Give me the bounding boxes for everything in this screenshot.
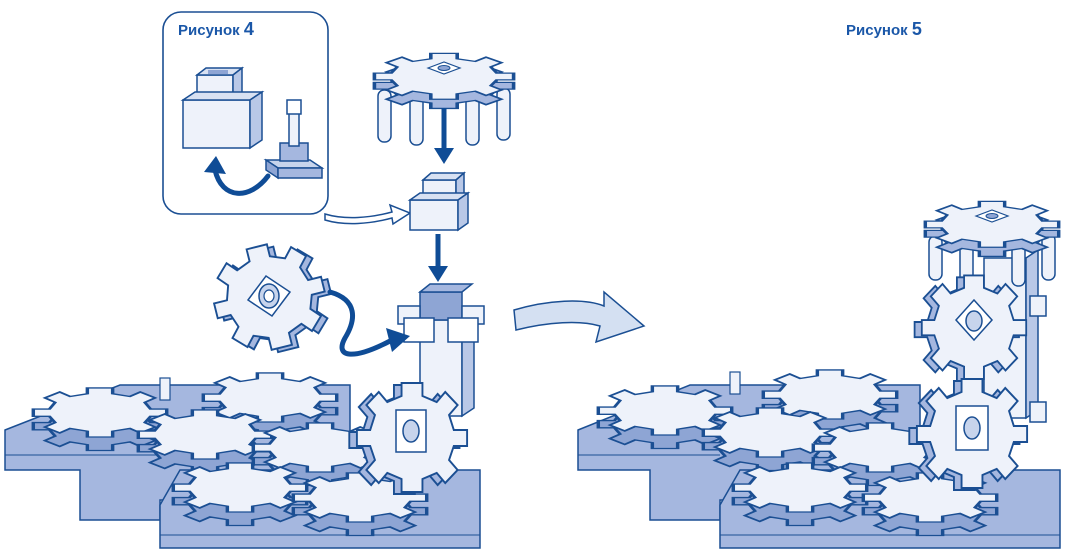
down-arrow-1: [434, 108, 454, 164]
connector-block: [407, 171, 471, 232]
inset-connector-block: [180, 66, 265, 150]
transition-arrow: [513, 290, 646, 344]
tower-upper-gear: [913, 274, 1028, 382]
figure-4-label-word: Рисунок: [178, 22, 240, 39]
inset-pointer-arrow: [324, 203, 412, 226]
loose-gear: [202, 232, 343, 364]
top-gear-with-legs: [372, 51, 516, 146]
floor-gears-left: [31, 371, 429, 538]
inset-pin-piece: [263, 99, 325, 180]
gear-insert-arrow: [327, 289, 410, 357]
figure-4-inset: [162, 11, 329, 215]
figure-5-scene: [577, 199, 1061, 549]
tower-lower-gear: [908, 378, 1029, 491]
figure-5-label-number: 5: [911, 19, 922, 39]
inset-curved-arrow: [212, 167, 271, 196]
figure-4-label-number: 4: [243, 19, 254, 39]
figure-5-label-word: Рисунок: [846, 22, 908, 39]
vertical-post: [397, 283, 485, 418]
figure-4-label: Рисунок 4: [178, 20, 254, 40]
figure-4-scene: [4, 11, 516, 549]
floor-gears-right: [596, 368, 999, 538]
figure-5-label: Рисунок 5: [846, 20, 922, 40]
down-arrow-2: [428, 234, 448, 282]
upright-gear-left: [348, 382, 469, 495]
